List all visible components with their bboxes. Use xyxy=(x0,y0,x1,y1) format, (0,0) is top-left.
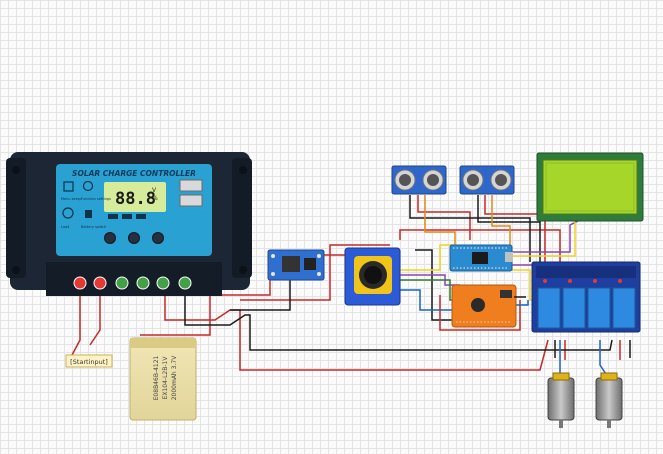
lcd-unit-volts: V xyxy=(152,187,157,194)
gear-icon xyxy=(82,180,94,192)
voice-module xyxy=(451,284,526,328)
lcd-16x2-module xyxy=(536,152,644,222)
battery-text-1: E08B46B-4121 xyxy=(153,355,160,400)
function-label: Function settings xyxy=(81,197,111,201)
terminal-green-1 xyxy=(115,276,129,290)
solar-charge-controller: SOLAR CHARGE CONTROLLER 88.8 V % Menu se… xyxy=(6,152,252,296)
relay-1 xyxy=(537,287,561,329)
terminal-green-3 xyxy=(156,276,170,290)
dc-motor-1 xyxy=(547,372,575,428)
lcd-screen xyxy=(542,159,638,215)
button-2[interactable] xyxy=(128,232,140,244)
battery-text-2: EX104-L2B-1V xyxy=(162,356,169,400)
button-1[interactable] xyxy=(104,232,116,244)
lcd-readout: 88.8 xyxy=(115,189,156,209)
terminal-red-1 xyxy=(73,276,87,290)
relay-module-4ch xyxy=(531,261,641,333)
load-label: Load xyxy=(61,225,69,229)
button-3[interactable] xyxy=(152,232,164,244)
relay-3 xyxy=(587,287,611,329)
terminal-green-2 xyxy=(136,276,150,290)
ultrasonic-sensor-1 xyxy=(391,165,447,195)
controller-title: SOLAR CHARGE CONTROLLER xyxy=(72,169,196,178)
microphone-icon xyxy=(471,298,485,312)
usb-port-1 xyxy=(179,179,203,192)
battery-label: Battery switch xyxy=(81,225,106,229)
lcd-unit-percent: % xyxy=(152,195,158,202)
clock-icon xyxy=(62,207,74,219)
lock-icon xyxy=(85,210,92,218)
dc-motor-2 xyxy=(595,372,623,428)
lipo-battery: E08B46B-4121 EX104-L2B-1V 2000mAh 3.7V xyxy=(129,337,197,421)
inductor xyxy=(282,256,300,272)
terminal-block xyxy=(46,262,222,296)
lcd-readout-screen xyxy=(104,182,166,212)
relay-2 xyxy=(562,287,586,329)
buck-converter xyxy=(267,249,325,281)
usb-port-2 xyxy=(179,194,203,207)
battery-text-3: 2000mAh 3.7V xyxy=(171,355,178,400)
arduino-nano xyxy=(449,244,513,272)
microcontroller-chip xyxy=(472,252,488,264)
relay-4 xyxy=(612,287,636,329)
joystick-module xyxy=(344,247,401,306)
start-input-box xyxy=(65,354,113,368)
ultrasonic-sensor-2 xyxy=(459,165,515,195)
terminal-green-4 xyxy=(178,276,192,290)
menu-label: Menu setup xyxy=(61,197,82,201)
start-input-label: [Startinput] xyxy=(70,358,108,366)
terminal-red-2 xyxy=(93,276,107,290)
screen-icon xyxy=(63,181,74,192)
